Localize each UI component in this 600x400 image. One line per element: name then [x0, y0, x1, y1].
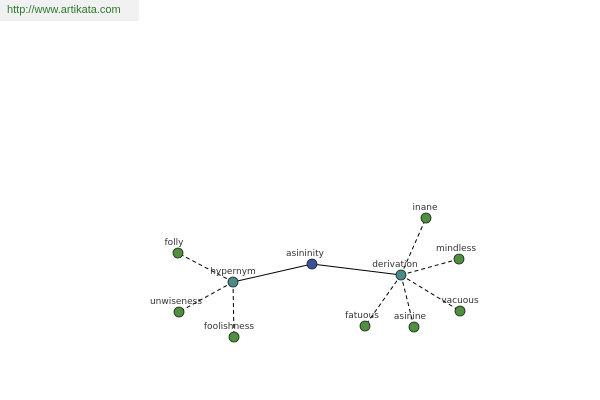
node-mindless[interactable]	[453, 253, 465, 265]
edge-asininity-hypernym	[232, 263, 313, 283]
edge-asininity-derivation	[311, 263, 402, 276]
node-label-inane[interactable]: inane	[413, 203, 438, 213]
node-asininity[interactable]	[306, 258, 318, 270]
graph-labels: asininity hypernym derivation folly unwisene…	[150, 203, 479, 332]
source-url-banner[interactable]: http://www.artikata.com	[0, 0, 139, 21]
edge-hypernym-foolishness	[232, 281, 235, 338]
node-foolishness[interactable]	[228, 331, 240, 343]
edge-derivation-vacuous	[400, 274, 461, 312]
node-label-unwiseness[interactable]: unwiseness	[150, 297, 202, 307]
edge-hypernym-unwiseness	[178, 281, 234, 313]
node-label-asinine[interactable]: asinine	[394, 312, 427, 322]
edge-derivation-asinine	[400, 274, 415, 328]
node-hypernym[interactable]	[227, 276, 239, 288]
edge-hypernym-folly	[177, 252, 234, 283]
node-folly[interactable]	[172, 247, 184, 259]
node-asinine[interactable]	[408, 321, 420, 333]
node-label-folly[interactable]: folly	[164, 238, 184, 248]
node-vacuous[interactable]	[454, 305, 466, 317]
node-unwiseness[interactable]	[173, 306, 185, 318]
node-label-fatuous[interactable]: fatuous	[345, 311, 379, 321]
graph-edges	[177, 217, 461, 338]
node-label-derivation[interactable]: derivation	[372, 260, 418, 270]
node-label-asininity[interactable]: asininity	[286, 249, 325, 259]
edge-derivation-mindless	[400, 258, 460, 276]
node-label-mindless[interactable]: mindless	[436, 244, 476, 254]
node-fatuous[interactable]	[359, 320, 371, 332]
node-derivation[interactable]	[395, 269, 407, 281]
node-label-vacuous[interactable]: vacuous	[441, 296, 479, 306]
graph-nodes	[172, 212, 466, 343]
node-inane[interactable]	[420, 212, 432, 224]
edge-derivation-inane	[400, 217, 427, 276]
edge-derivation-fatuous	[364, 274, 402, 327]
node-label-foolishness[interactable]: foolishness	[204, 322, 255, 332]
node-label-hypernym[interactable]: hypernym	[210, 267, 256, 277]
